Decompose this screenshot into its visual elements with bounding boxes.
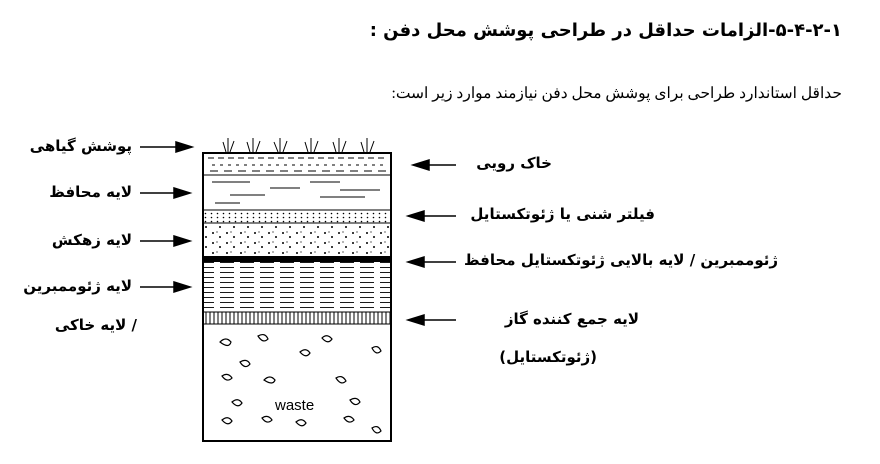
- section-heading: ۵-۴-۲-۱-الزامات حداقل در طراحی پوشش محل …: [369, 20, 842, 41]
- protective-layer: [212, 181, 380, 204]
- geotextile-layer: [204, 262, 390, 312]
- filter-layer: [204, 211, 390, 223]
- geomembrane-layer: [203, 256, 391, 262]
- right-arrows: [405, 158, 456, 327]
- waste-pebbles: [219, 333, 382, 434]
- gas-collection-layer: [202, 311, 392, 325]
- label-geomembrane-layer: لایه ژئوممبرین: [23, 277, 132, 295]
- left-arrows: [140, 140, 195, 294]
- label-geotextile: (ژئوتکستایل): [499, 348, 597, 366]
- topsoil-layer: [208, 157, 388, 172]
- label-filter: فیلتر شنی یا ژئوتکستایل: [470, 205, 655, 223]
- waste-label: waste: [274, 397, 314, 414]
- label-drainage-layer: لایه زهکش: [51, 231, 132, 249]
- label-gas-collection: لایه جمع کننده گاز: [504, 310, 639, 328]
- label-protective-layer: لایه محافظ: [49, 183, 132, 201]
- label-soil-layer: / لایه خاکی: [54, 316, 137, 334]
- vegetation-tufts: [222, 138, 375, 153]
- intro-text: حداقل استاندارد طراحی برای پوشش محل دفن …: [391, 85, 842, 102]
- label-topsoil: خاک رویی: [476, 154, 552, 172]
- label-geomembrane-geotextile: ژئوممبرین / لایه بالایی ژئوتکستایل محافظ: [463, 251, 778, 269]
- label-vegetation: پوشش گیاهی: [29, 137, 132, 155]
- drainage-layer: [204, 224, 390, 256]
